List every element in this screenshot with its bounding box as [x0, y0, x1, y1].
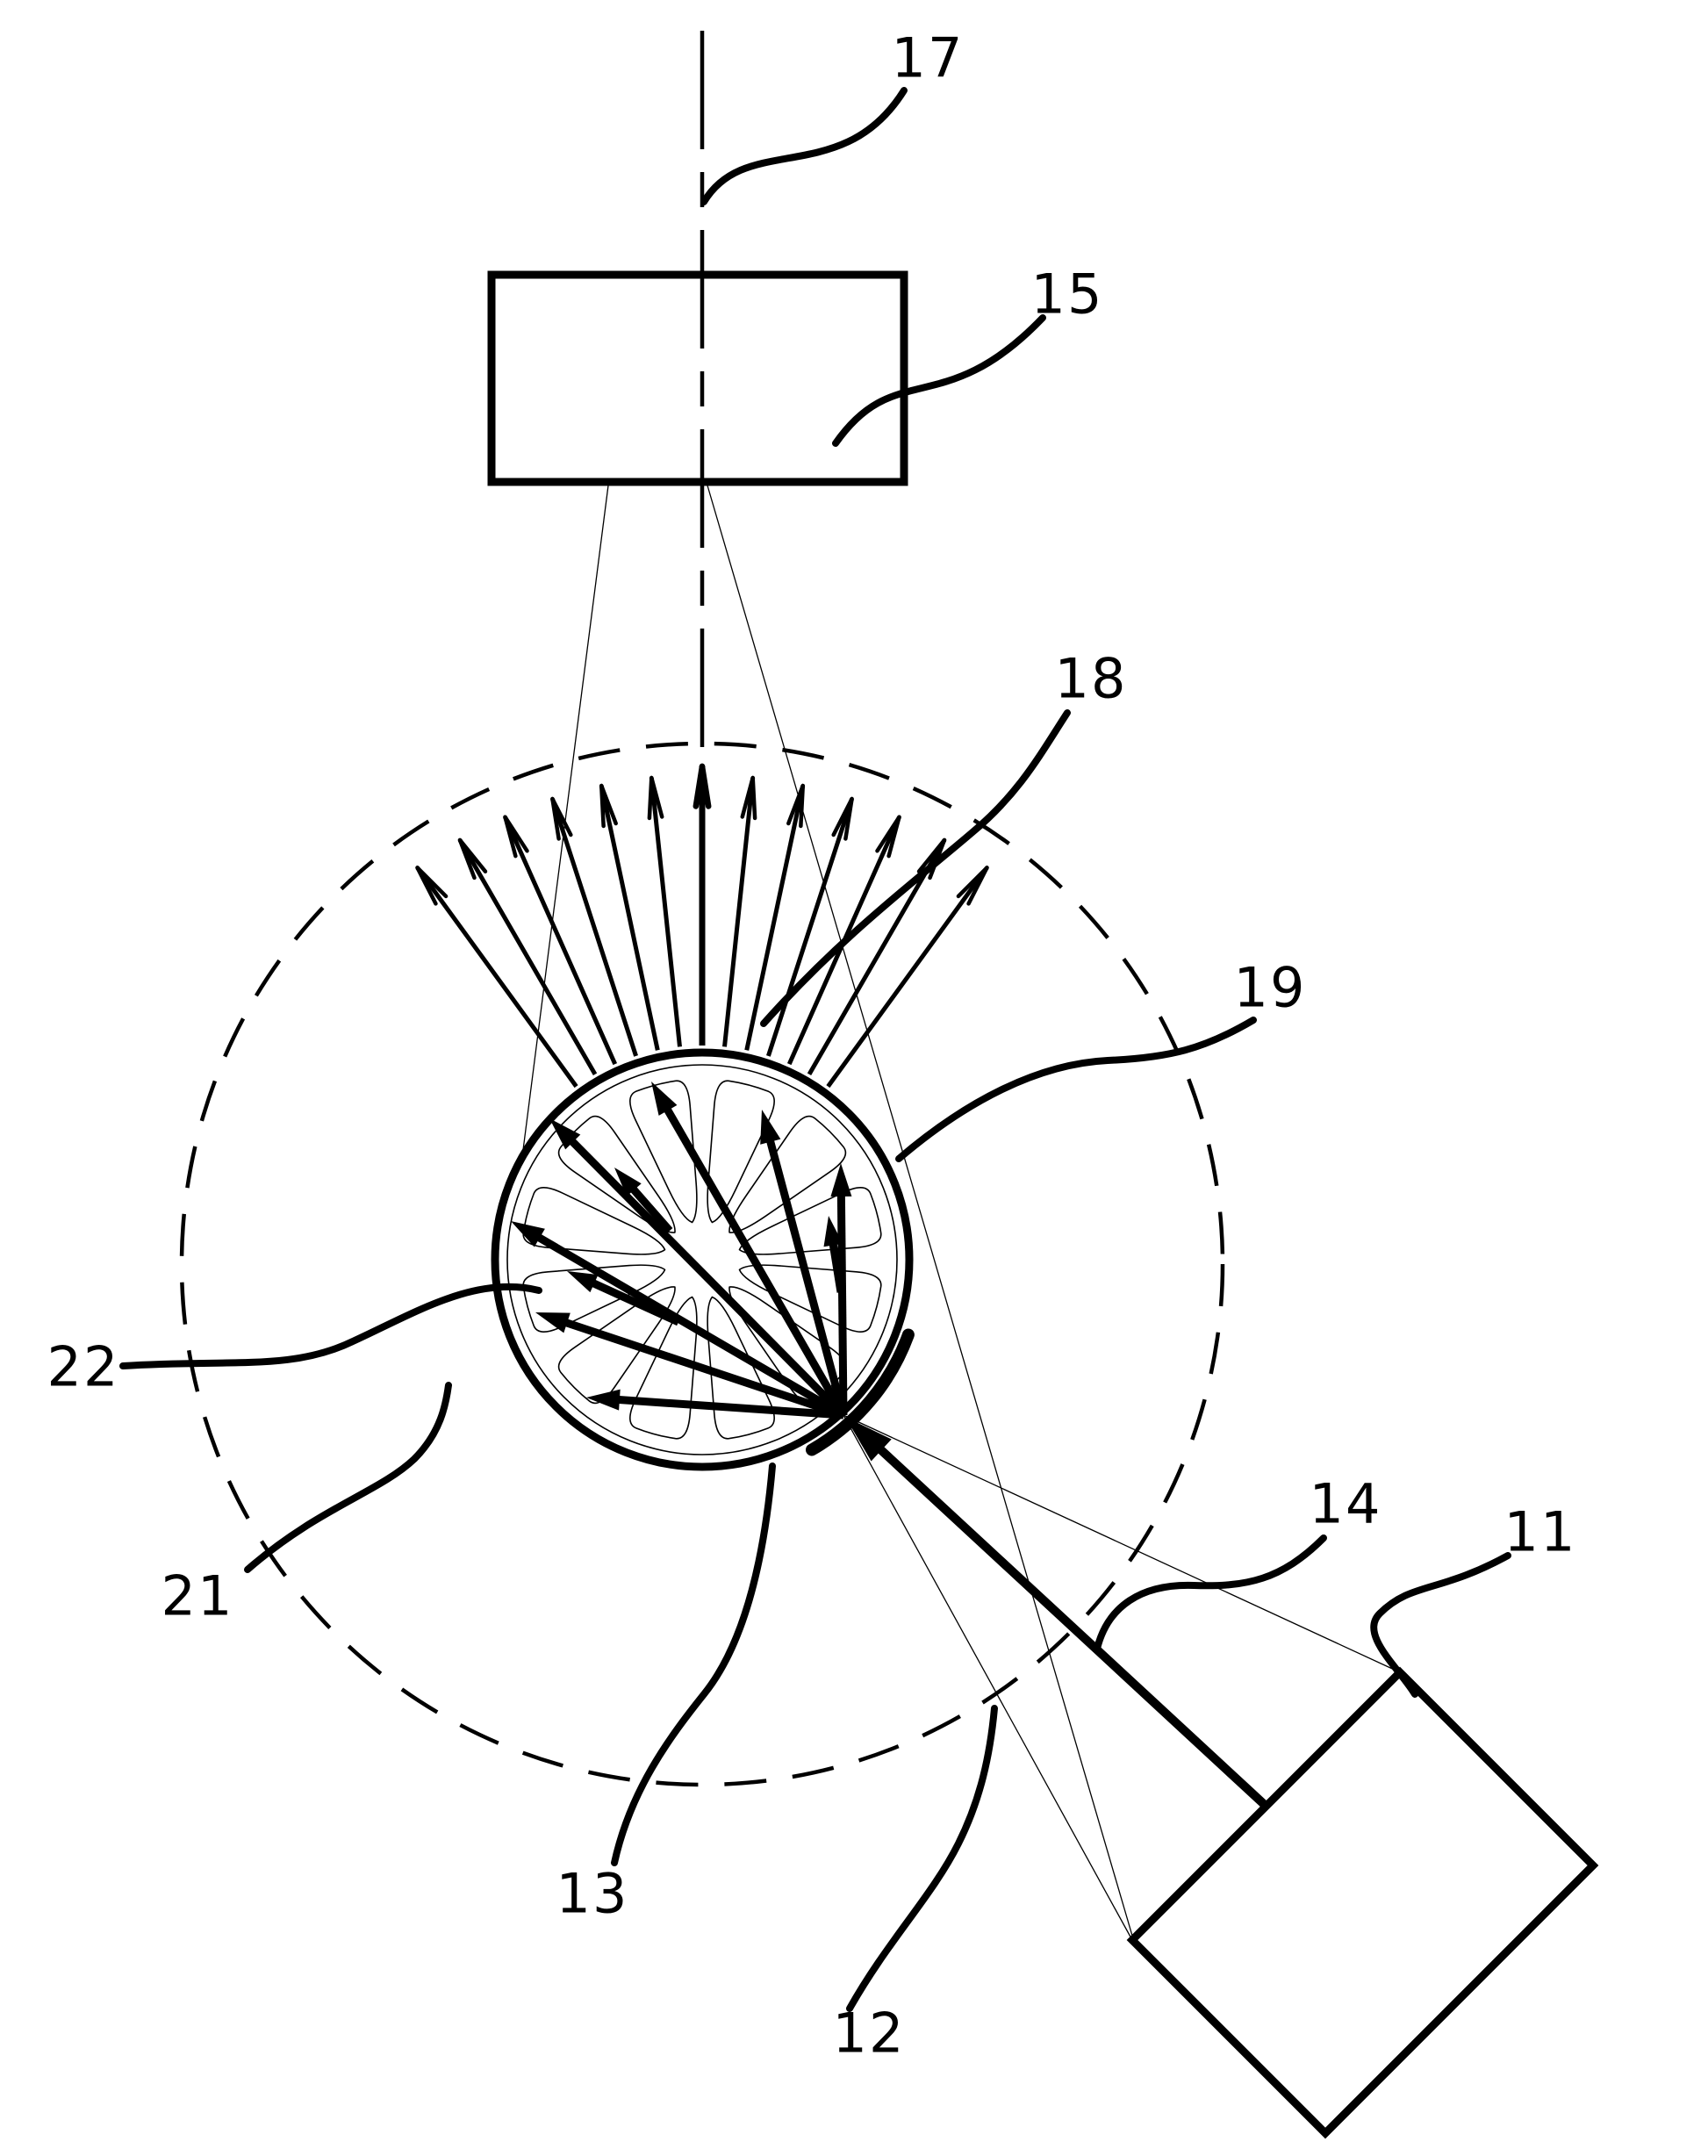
- fan-ray-shaft: [503, 816, 618, 1066]
- fan-ray-arrowhead: [457, 837, 488, 873]
- label-11: 11: [1504, 1500, 1577, 1564]
- leader-21: [244, 1382, 452, 1573]
- fan-ray-shaft: [826, 866, 989, 1089]
- fan-ray-arrowhead: [503, 815, 518, 859]
- fan-ray-arrowhead: [886, 815, 901, 859]
- scatter-ray-short-arrowhead: [567, 1271, 599, 1293]
- fan-ray-arrowhead: [786, 783, 806, 826]
- fan-ray-arrowhead: [415, 866, 438, 906]
- fan-ray-arrowhead: [599, 783, 618, 826]
- scatter-ray-arrowhead: [830, 1163, 852, 1197]
- fruit-flesh-segment: [629, 1080, 698, 1224]
- cone-line-3: [843, 1414, 1133, 1941]
- scatter-ray-short-arrowhead: [823, 1216, 843, 1247]
- fan-ray-shaft: [807, 838, 947, 1075]
- leader-13: [611, 1462, 776, 1866]
- leader-17: [700, 87, 908, 205]
- scatter-ray-short-shaft: [584, 1276, 680, 1326]
- fan-ray-arrowhead: [799, 783, 806, 829]
- fan-ray-shaft: [599, 785, 660, 1051]
- scatter-ray-arrowhead: [760, 1110, 781, 1145]
- fan-ray-arrowhead: [956, 866, 989, 899]
- label-21: 21: [161, 1564, 234, 1628]
- fan-ray-arrowhead: [415, 866, 449, 899]
- fan-ray-arrowhead: [843, 796, 854, 841]
- fruit-flesh-segment: [728, 1115, 847, 1233]
- beam-arrowhead-14: [845, 1417, 892, 1462]
- fruit-flesh-segment: [522, 1264, 666, 1333]
- label-12: 12: [833, 2001, 906, 2066]
- label-18: 18: [1055, 647, 1128, 711]
- fan-ray-shaft: [722, 777, 756, 1047]
- fan-ray-arrowhead: [647, 775, 654, 821]
- scatter-ray-short-shaft: [828, 1235, 845, 1293]
- scatter-ray-arrowhead: [549, 1118, 581, 1150]
- scatter-ray-arrowhead: [586, 1389, 621, 1411]
- label-15: 15: [1031, 262, 1104, 327]
- label-19: 19: [1234, 956, 1307, 1020]
- scatter-ray-shaft: [764, 1133, 848, 1417]
- scatter-ray-shaft: [531, 1231, 846, 1419]
- reference-numerals: 17 15 18 19 22 21 13 12 14 11: [47, 26, 1577, 2066]
- fan-ray-shaft: [415, 866, 578, 1089]
- fan-ray-shaft: [766, 798, 854, 1057]
- fan-ray-arrowhead: [875, 815, 901, 853]
- leader-22: [119, 1283, 542, 1369]
- fruit-flesh-segment: [707, 1296, 775, 1440]
- detector-box-15: [487, 270, 908, 486]
- leader-11: [1370, 1552, 1511, 1698]
- scatter-ray-shaft: [564, 1134, 847, 1419]
- cone-line-2: [843, 1414, 1401, 1673]
- label-13: 13: [556, 1862, 629, 1926]
- fan-ray-shaft: [649, 777, 682, 1047]
- scatter-ray-short-arrowhead: [614, 1168, 642, 1197]
- scatter-ray-short-shaft: [625, 1181, 673, 1233]
- leader-19: [895, 1017, 1257, 1162]
- fan-ray-arrowhead: [916, 837, 947, 873]
- fan-ray-arrowhead: [457, 837, 477, 880]
- fan-ray-arrowhead: [693, 763, 706, 809]
- scatter-arrows-22: [511, 1082, 852, 1419]
- scatter-ray-shaft: [661, 1102, 847, 1418]
- leader-15: [832, 314, 1046, 447]
- fan-ray-arrowhead: [550, 796, 561, 841]
- fan-ray-shaft: [744, 785, 806, 1051]
- fan-ray-arrowhead: [750, 775, 757, 821]
- fruit-peel-outer-21: [491, 1048, 914, 1471]
- label-14: 14: [1310, 1472, 1382, 1536]
- fan-ray-arrowhead: [503, 815, 529, 853]
- fruit-flesh-segment: [522, 1187, 666, 1255]
- scatter-ray-arrowhead: [651, 1082, 678, 1116]
- scatter-ray-arrowhead: [511, 1221, 545, 1247]
- leader-12: [846, 1705, 998, 2012]
- scan-circle-dashed: [179, 741, 1225, 1787]
- beam-line-14: [867, 1437, 1269, 1809]
- label-17: 17: [892, 26, 965, 90]
- fan-ray-arrowhead: [649, 775, 664, 819]
- fruit-flesh-segment: [738, 1264, 882, 1333]
- fan-ray-arrowhead: [550, 796, 573, 837]
- mirror-arc-13: [806, 1328, 915, 1456]
- fruit-flesh-segment: [738, 1187, 882, 1255]
- fan-ray-shaft: [550, 798, 638, 1057]
- ray-fan-18: [415, 763, 989, 1089]
- source-box-11: [1126, 1666, 1599, 2139]
- cone-line-1: [707, 485, 1133, 1937]
- scatter-ray-arrowhead: [535, 1312, 571, 1333]
- fan-ray-arrowhead: [966, 866, 989, 906]
- scatter-ray-shaft: [612, 1395, 844, 1419]
- scatter-ray-shaft: [836, 1189, 848, 1416]
- fan-ray-arrowhead: [740, 775, 755, 819]
- fan-ray-shaft: [457, 838, 598, 1075]
- leader-18: [760, 709, 1071, 1027]
- scatter-ray-shaft: [559, 1317, 845, 1419]
- fruit-flesh-segment: [707, 1080, 775, 1224]
- fan-ray-arrowhead: [599, 783, 606, 829]
- label-22: 22: [47, 1335, 120, 1399]
- fruit-peel-inner: [506, 1064, 898, 1455]
- fan-ray-arrowhead: [831, 796, 854, 837]
- leader-14: [1094, 1534, 1327, 1652]
